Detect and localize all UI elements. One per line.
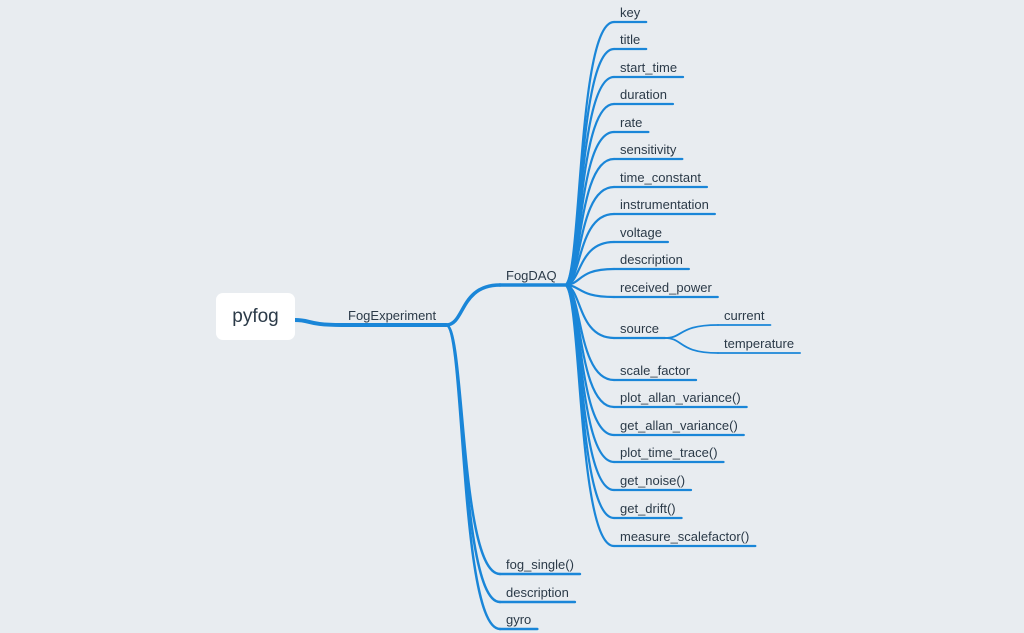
node-daq-duration[interactable]: duration	[620, 87, 667, 102]
node-source-current[interactable]: current	[724, 308, 765, 323]
edge-root-fogexperiment	[293, 318, 344, 327]
node-fogdaq[interactable]: FogDAQ	[506, 268, 557, 283]
node-daq-time-constant[interactable]: time_constant	[620, 170, 701, 185]
node-exp-gyro[interactable]: gyro	[506, 612, 532, 627]
node-daq-scale-factor[interactable]: scale_factor	[620, 363, 691, 378]
node-daq-key[interactable]: key	[620, 5, 641, 20]
edge-fogexperiment-gyro	[444, 323, 502, 631]
node-daq-rate[interactable]: rate	[620, 115, 643, 130]
node-daq-plot-allan-variance[interactable]: plot_allan_variance()	[620, 390, 741, 405]
edge-source-temperature	[664, 337, 719, 354]
node-daq-title[interactable]: title	[620, 32, 641, 47]
node-exp-fog-single[interactable]: fog_single()	[506, 557, 574, 572]
node-daq-get-drift[interactable]: get_drift()	[620, 501, 676, 516]
root-node-label: pyfog	[232, 305, 279, 327]
node-fogexperiment[interactable]: FogExperiment	[348, 308, 437, 323]
edge-fogdaq-measure-scalefactor	[563, 283, 616, 548]
node-exp-description[interactable]: description	[506, 585, 569, 600]
node-source-temperature[interactable]: temperature	[724, 336, 795, 351]
node-daq-measure-scalefactor[interactable]: measure_scalefactor()	[620, 529, 750, 544]
root-node-pyfog[interactable]: pyfog	[216, 293, 295, 340]
node-daq-description[interactable]: description	[620, 252, 683, 267]
node-daq-start-time[interactable]: start_time	[620, 60, 678, 75]
node-daq-voltage[interactable]: voltage	[620, 225, 662, 240]
node-daq-plot-time-trace[interactable]: plot_time_trace()	[620, 445, 718, 460]
node-daq-get-allan-variance[interactable]: get_allan_variance()	[620, 418, 738, 433]
edge-fogexperiment-fogdaq	[444, 283, 502, 327]
node-daq-sensitivity[interactable]: sensitivity	[620, 142, 677, 157]
node-daq-get-noise[interactable]: get_noise()	[620, 473, 686, 488]
node-daq-source[interactable]: source	[620, 321, 660, 336]
edge-fogdaq-key	[563, 20, 616, 287]
node-daq-instrumentation[interactable]: instrumentation	[620, 197, 709, 212]
node-daq-received-power[interactable]: received_power	[620, 280, 712, 295]
edge-source-current	[664, 324, 719, 339]
